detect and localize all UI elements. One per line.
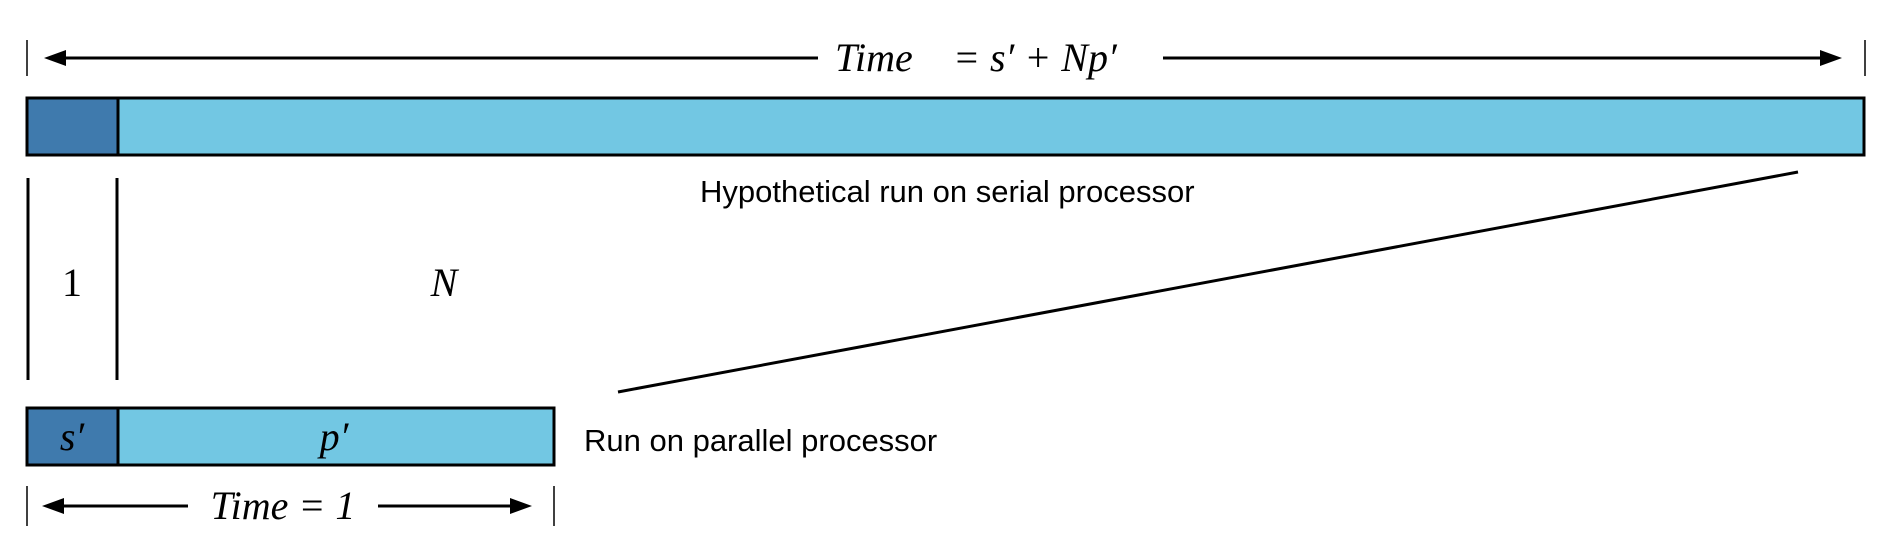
top-timeline-left-arrowhead [44,50,66,66]
bottom-timeline: Time = 1 [26,483,555,528]
bottom-timeline-left-arrowhead [42,498,64,514]
bottom-timeline-right-arrowhead [510,498,532,514]
projection-line [617,170,1799,394]
serial-run-bar [25,96,1866,157]
parallel-bar-parallel-label: p′ [317,414,350,459]
serial-bar-outline [25,96,1866,157]
parallel-width-label: N [430,260,460,305]
width-markers: 1 N [26,178,460,380]
bottom-timeline-label: Time = 1 [211,483,356,528]
parallel-bar-outline [25,406,556,467]
top-timeline: Time = s′ + Np′ [26,35,1866,80]
parallel-run-caption: Run on parallel processor [584,423,937,458]
parallel-bar-serial-label: s′ [60,414,86,459]
top-timeline-equation: = s′ + Np′ [953,35,1118,80]
top-timeline-time-label: Time [835,35,913,80]
serial-bar-serial-segment [27,98,118,155]
parallel-run-bar: s′ p′ [25,406,556,467]
parallel-bar-parallel-segment [118,408,554,465]
top-timeline-right-arrowhead [1820,50,1842,66]
serial-run-caption: Hypothetical run on serial processor [700,174,1195,209]
parallel-bar-serial-segment [27,408,118,465]
serial-bar-parallel-segment [118,98,1864,155]
serial-width-label: 1 [62,260,82,305]
